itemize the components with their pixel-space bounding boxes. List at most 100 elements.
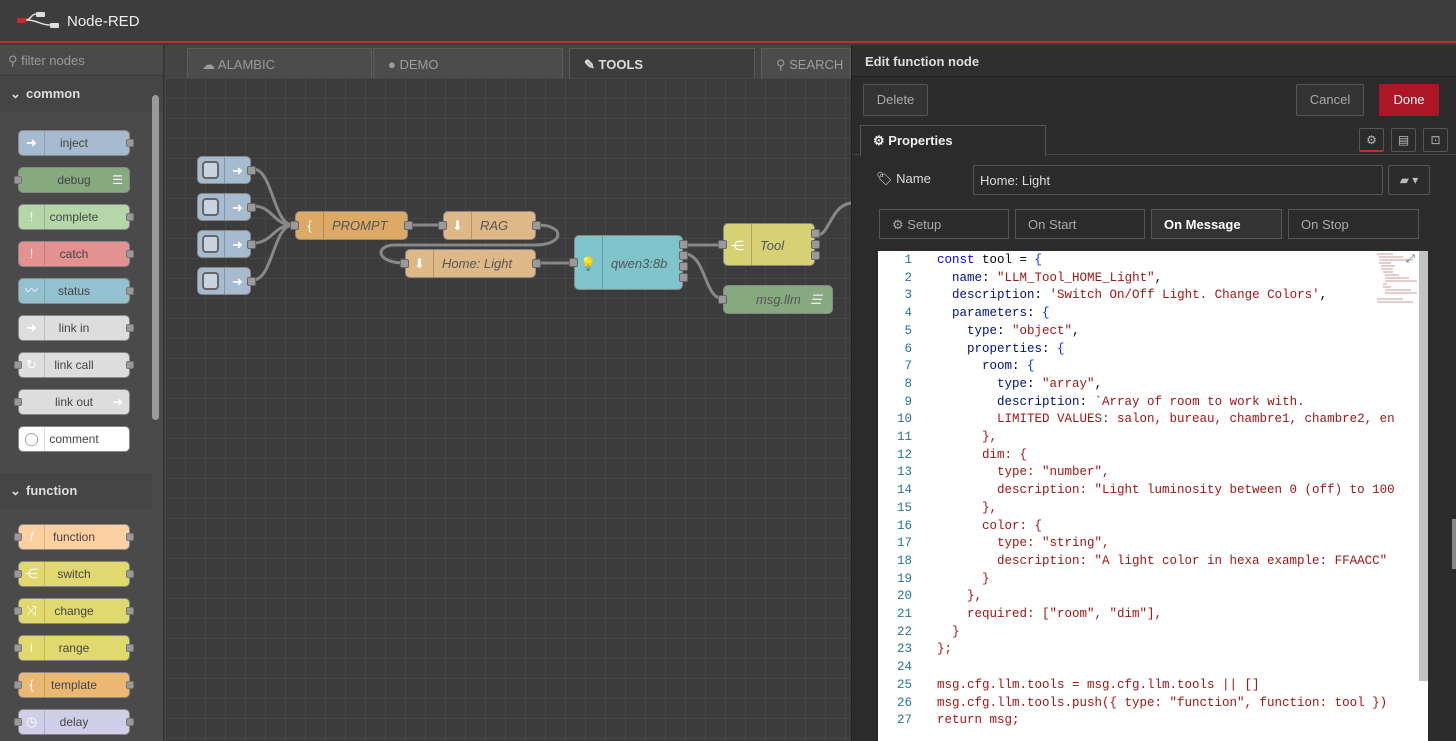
- flow-node-inject-2[interactable]: ➜: [197, 193, 256, 221]
- node-label: comment: [49, 432, 99, 446]
- palette-node-template[interactable]: {template: [14, 672, 134, 698]
- input-port[interactable]: [438, 221, 447, 230]
- output-port[interactable]: [532, 259, 541, 268]
- flow-node-inject-3[interactable]: ➜: [197, 230, 256, 258]
- subtab-on-start[interactable]: On Start: [1015, 209, 1145, 239]
- inject-button[interactable]: [202, 161, 219, 179]
- inject-button[interactable]: [202, 235, 219, 253]
- code-line: room: {: [982, 359, 1035, 374]
- palette-filter-input[interactable]: ⚲ filter nodes: [0, 45, 163, 76]
- chat-icon: ●: [388, 57, 400, 72]
- editor-scrollbar[interactable]: [1419, 251, 1428, 681]
- palette-node-inject[interactable]: ➜inject: [18, 130, 134, 156]
- input-port[interactable]: [400, 259, 409, 268]
- output-port-3[interactable]: [811, 251, 820, 260]
- input-port[interactable]: [290, 221, 299, 230]
- output-port[interactable]: [532, 221, 541, 230]
- app-title: Node-RED: [67, 13, 140, 30]
- flow-node-qwen3[interactable]: 💡qwen3:8b: [569, 235, 688, 290]
- node-label: RAG: [480, 218, 509, 233]
- palette-scrollbar[interactable]: [152, 95, 159, 420]
- flow-node-inject-1[interactable]: ➜: [197, 156, 256, 184]
- input-port[interactable]: [569, 258, 578, 267]
- palette-node-delay[interactable]: ◷delay: [14, 709, 134, 735]
- output-port[interactable]: [247, 203, 256, 212]
- book-dropdown-button[interactable]: ▰ ▾: [1388, 165, 1430, 195]
- palette-node-complete[interactable]: !complete: [18, 204, 134, 230]
- tab-properties[interactable]: ⚙ Properties: [860, 125, 1046, 156]
- flow-node-inject-4[interactable]: ➜: [197, 267, 256, 295]
- line-number: 2: [904, 270, 912, 285]
- inject-button[interactable]: [202, 272, 219, 290]
- palette-node-status[interactable]: 〰status: [18, 278, 134, 304]
- output-port: [126, 213, 134, 221]
- done-button[interactable]: Done: [1379, 84, 1439, 116]
- flow-node-msg-llm-debug[interactable]: msg.llm☰: [718, 285, 833, 314]
- name-input[interactable]: [973, 165, 1383, 195]
- subtab-setup[interactable]: ⚙ Setup: [879, 209, 1009, 239]
- tab-search[interactable]: ⚲ SEARCH: [761, 48, 851, 78]
- tab-alambic[interactable]: ☁ ALAMBIC: [187, 48, 372, 78]
- flow-node-home-light[interactable]: ⬇Home: Light: [400, 249, 541, 278]
- subtab-on-stop[interactable]: On Stop: [1288, 209, 1419, 239]
- code-line: }: [937, 571, 990, 586]
- input-port[interactable]: [718, 295, 727, 304]
- palette-category-common[interactable]: ⌄common: [0, 76, 163, 112]
- code-line: description: "Light luminosity between 0…: [937, 483, 1395, 498]
- input-port[interactable]: [718, 240, 727, 249]
- appearance-button[interactable]: ⊡: [1423, 128, 1448, 152]
- expand-icon[interactable]: ⤢: [1406, 253, 1415, 265]
- palette-node-link-in[interactable]: ➜link in: [18, 315, 134, 341]
- node-palette: ⚲ filter nodes ⌄common ⌄function ➜inject…: [0, 45, 164, 741]
- search-icon: ⚲: [8, 53, 22, 68]
- exclamation-icon: !: [19, 242, 45, 266]
- output-port-1[interactable]: [679, 240, 688, 249]
- output-port: [126, 607, 134, 615]
- output-port-3[interactable]: [679, 262, 688, 271]
- palette-node-change[interactable]: ⤨change: [14, 598, 134, 624]
- settings-gear-button[interactable]: ⚙: [1359, 128, 1384, 152]
- flow-node-rag[interactable]: ⬇ RAG: [438, 211, 541, 240]
- output-port-2[interactable]: [811, 240, 820, 249]
- output-port[interactable]: [404, 221, 413, 230]
- flow-node-tool[interactable]: ⋲Tool: [718, 223, 820, 266]
- pin-icon: ✎: [584, 57, 599, 72]
- output-port: [126, 287, 134, 295]
- line-number: 20: [896, 589, 912, 604]
- output-port[interactable]: [247, 277, 256, 286]
- pulse-icon: 〰: [19, 279, 45, 303]
- inject-button[interactable]: [202, 198, 219, 216]
- switch-icon: ⋲: [724, 224, 752, 265]
- flow-canvas[interactable]: ➜ ➜ ➜ ➜ {PROMPT ⬇ RAG ⬇Home: Light 💡qwen3…: [165, 78, 851, 741]
- palette-node-comment[interactable]: ◯comment: [18, 426, 130, 452]
- output-port[interactable]: [247, 166, 256, 175]
- palette-node-link-call[interactable]: ↻link call: [14, 352, 134, 378]
- palette-node-debug[interactable]: debug☰: [14, 167, 130, 193]
- node-label: switch: [57, 567, 91, 581]
- palette-node-switch[interactable]: ⋲switch: [14, 561, 134, 587]
- palette-node-catch[interactable]: !catch: [18, 241, 134, 267]
- input-port: [14, 176, 22, 184]
- output-port[interactable]: [247, 240, 256, 249]
- arrow-down-icon: ⬇: [444, 212, 472, 239]
- cancel-button[interactable]: Cancel: [1296, 84, 1364, 116]
- output-port-1[interactable]: [811, 229, 820, 238]
- flow-node-prompt[interactable]: {PROMPT: [290, 211, 413, 240]
- code-minimap[interactable]: [1373, 251, 1420, 311]
- line-number: 8: [904, 376, 912, 391]
- description-button[interactable]: ▤: [1391, 128, 1416, 152]
- category-label: common: [26, 86, 81, 101]
- palette-node-link-out[interactable]: link out➜: [14, 389, 130, 415]
- tab-tools[interactable]: ✎ TOOLS: [569, 48, 755, 78]
- tab-demo[interactable]: ● DEMO: [373, 48, 563, 78]
- output-port-4[interactable]: [679, 273, 688, 282]
- output-port-2[interactable]: [679, 251, 688, 260]
- palette-category-function[interactable]: ⌄function: [0, 473, 152, 509]
- tray-resize-handle[interactable]: [1452, 519, 1456, 569]
- subtab-on-message[interactable]: On Message: [1151, 209, 1282, 239]
- delete-button[interactable]: Delete: [863, 84, 928, 116]
- code-line: }: [937, 624, 960, 639]
